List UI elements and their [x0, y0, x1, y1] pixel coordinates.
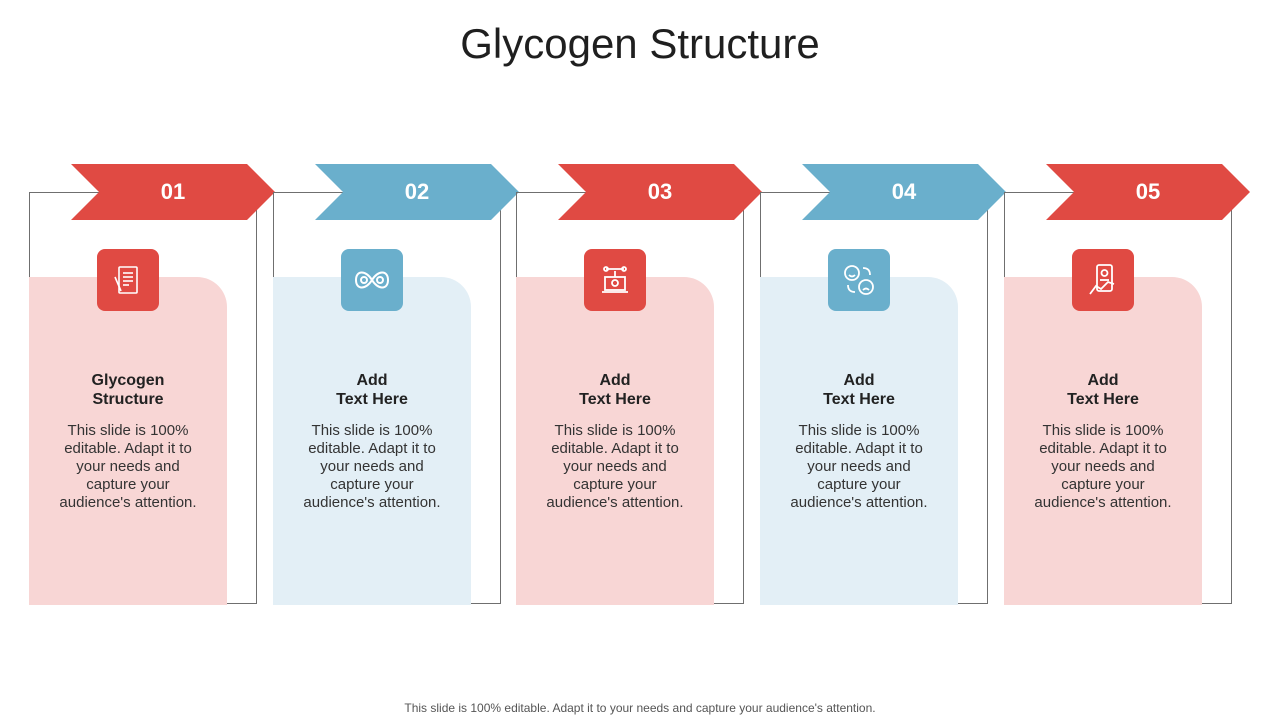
step-card-3: 03 Add Text Here This slide is 100% edit…: [516, 164, 766, 606]
card-heading: Add Text Here: [273, 371, 471, 409]
card-heading-line2: Structure: [92, 391, 164, 408]
step-number: 03: [647, 179, 673, 204]
card-heading-line1: Add: [843, 372, 875, 389]
card-body-text: This slide is 100% editable. Adapt it to…: [1034, 422, 1172, 511]
document-pen-icon: [97, 249, 159, 311]
step-card-2: 02 Add Text Here This slide is 100% edit…: [273, 164, 523, 606]
card-heading-line1: Add: [599, 372, 631, 389]
laptop-settings-icon: [584, 249, 646, 311]
card-heading: Add Text Here: [516, 371, 714, 409]
footer-note: This slide is 100% editable. Adapt it to…: [404, 701, 876, 715]
step-arrow-banner: [315, 164, 519, 220]
card-heading: Glycogen Structure: [29, 371, 227, 409]
step-arrow-banner: [558, 164, 762, 220]
card-heading: Add Text Here: [760, 371, 958, 409]
card-body-text: This slide is 100% editable. Adapt it to…: [546, 422, 684, 511]
card-body-text: This slide is 100% editable. Adapt it to…: [303, 422, 441, 511]
card-heading-line2: Text Here: [1067, 391, 1139, 408]
step-card-5: 05 Add Text Here This slide is 100% edit…: [1004, 164, 1254, 606]
step-arrow-banner: [71, 164, 275, 220]
step-number: 05: [1135, 179, 1161, 204]
card-body-text: This slide is 100% editable. Adapt it to…: [59, 422, 197, 511]
step-card-1: 01 Glycogen Structure This slide is 100%…: [29, 164, 279, 606]
card-panel: [516, 277, 714, 605]
card-heading-line1: Add: [356, 372, 388, 389]
step-number: 04: [891, 179, 917, 204]
card-heading-line2: Text Here: [579, 391, 651, 408]
card-heading-line1: Add: [1087, 372, 1119, 389]
step-arrow-banner: [1046, 164, 1250, 220]
slide-title: Glycogen Structure: [460, 20, 820, 67]
smiley-feedback-icon: [828, 249, 890, 311]
mobile-analytics-icon: [1072, 249, 1134, 311]
card-panel: [760, 277, 958, 605]
card-heading: Add Text Here: [1004, 371, 1202, 409]
step-arrow-banner: [802, 164, 1006, 220]
card-body-text: This slide is 100% editable. Adapt it to…: [790, 422, 928, 511]
card-panel: [273, 277, 471, 605]
card-panel: [1004, 277, 1202, 605]
step-number: 02: [404, 179, 430, 204]
step-number: 01: [160, 179, 186, 204]
step-card-4: 04 Add Text Here This slide is 100% edit…: [760, 164, 1010, 606]
card-panel: [29, 277, 227, 605]
card-heading-line1: Glycogen: [91, 372, 165, 389]
infinity-gears-icon: [341, 249, 403, 311]
card-heading-line2: Text Here: [336, 391, 408, 408]
card-heading-line2: Text Here: [823, 391, 895, 408]
